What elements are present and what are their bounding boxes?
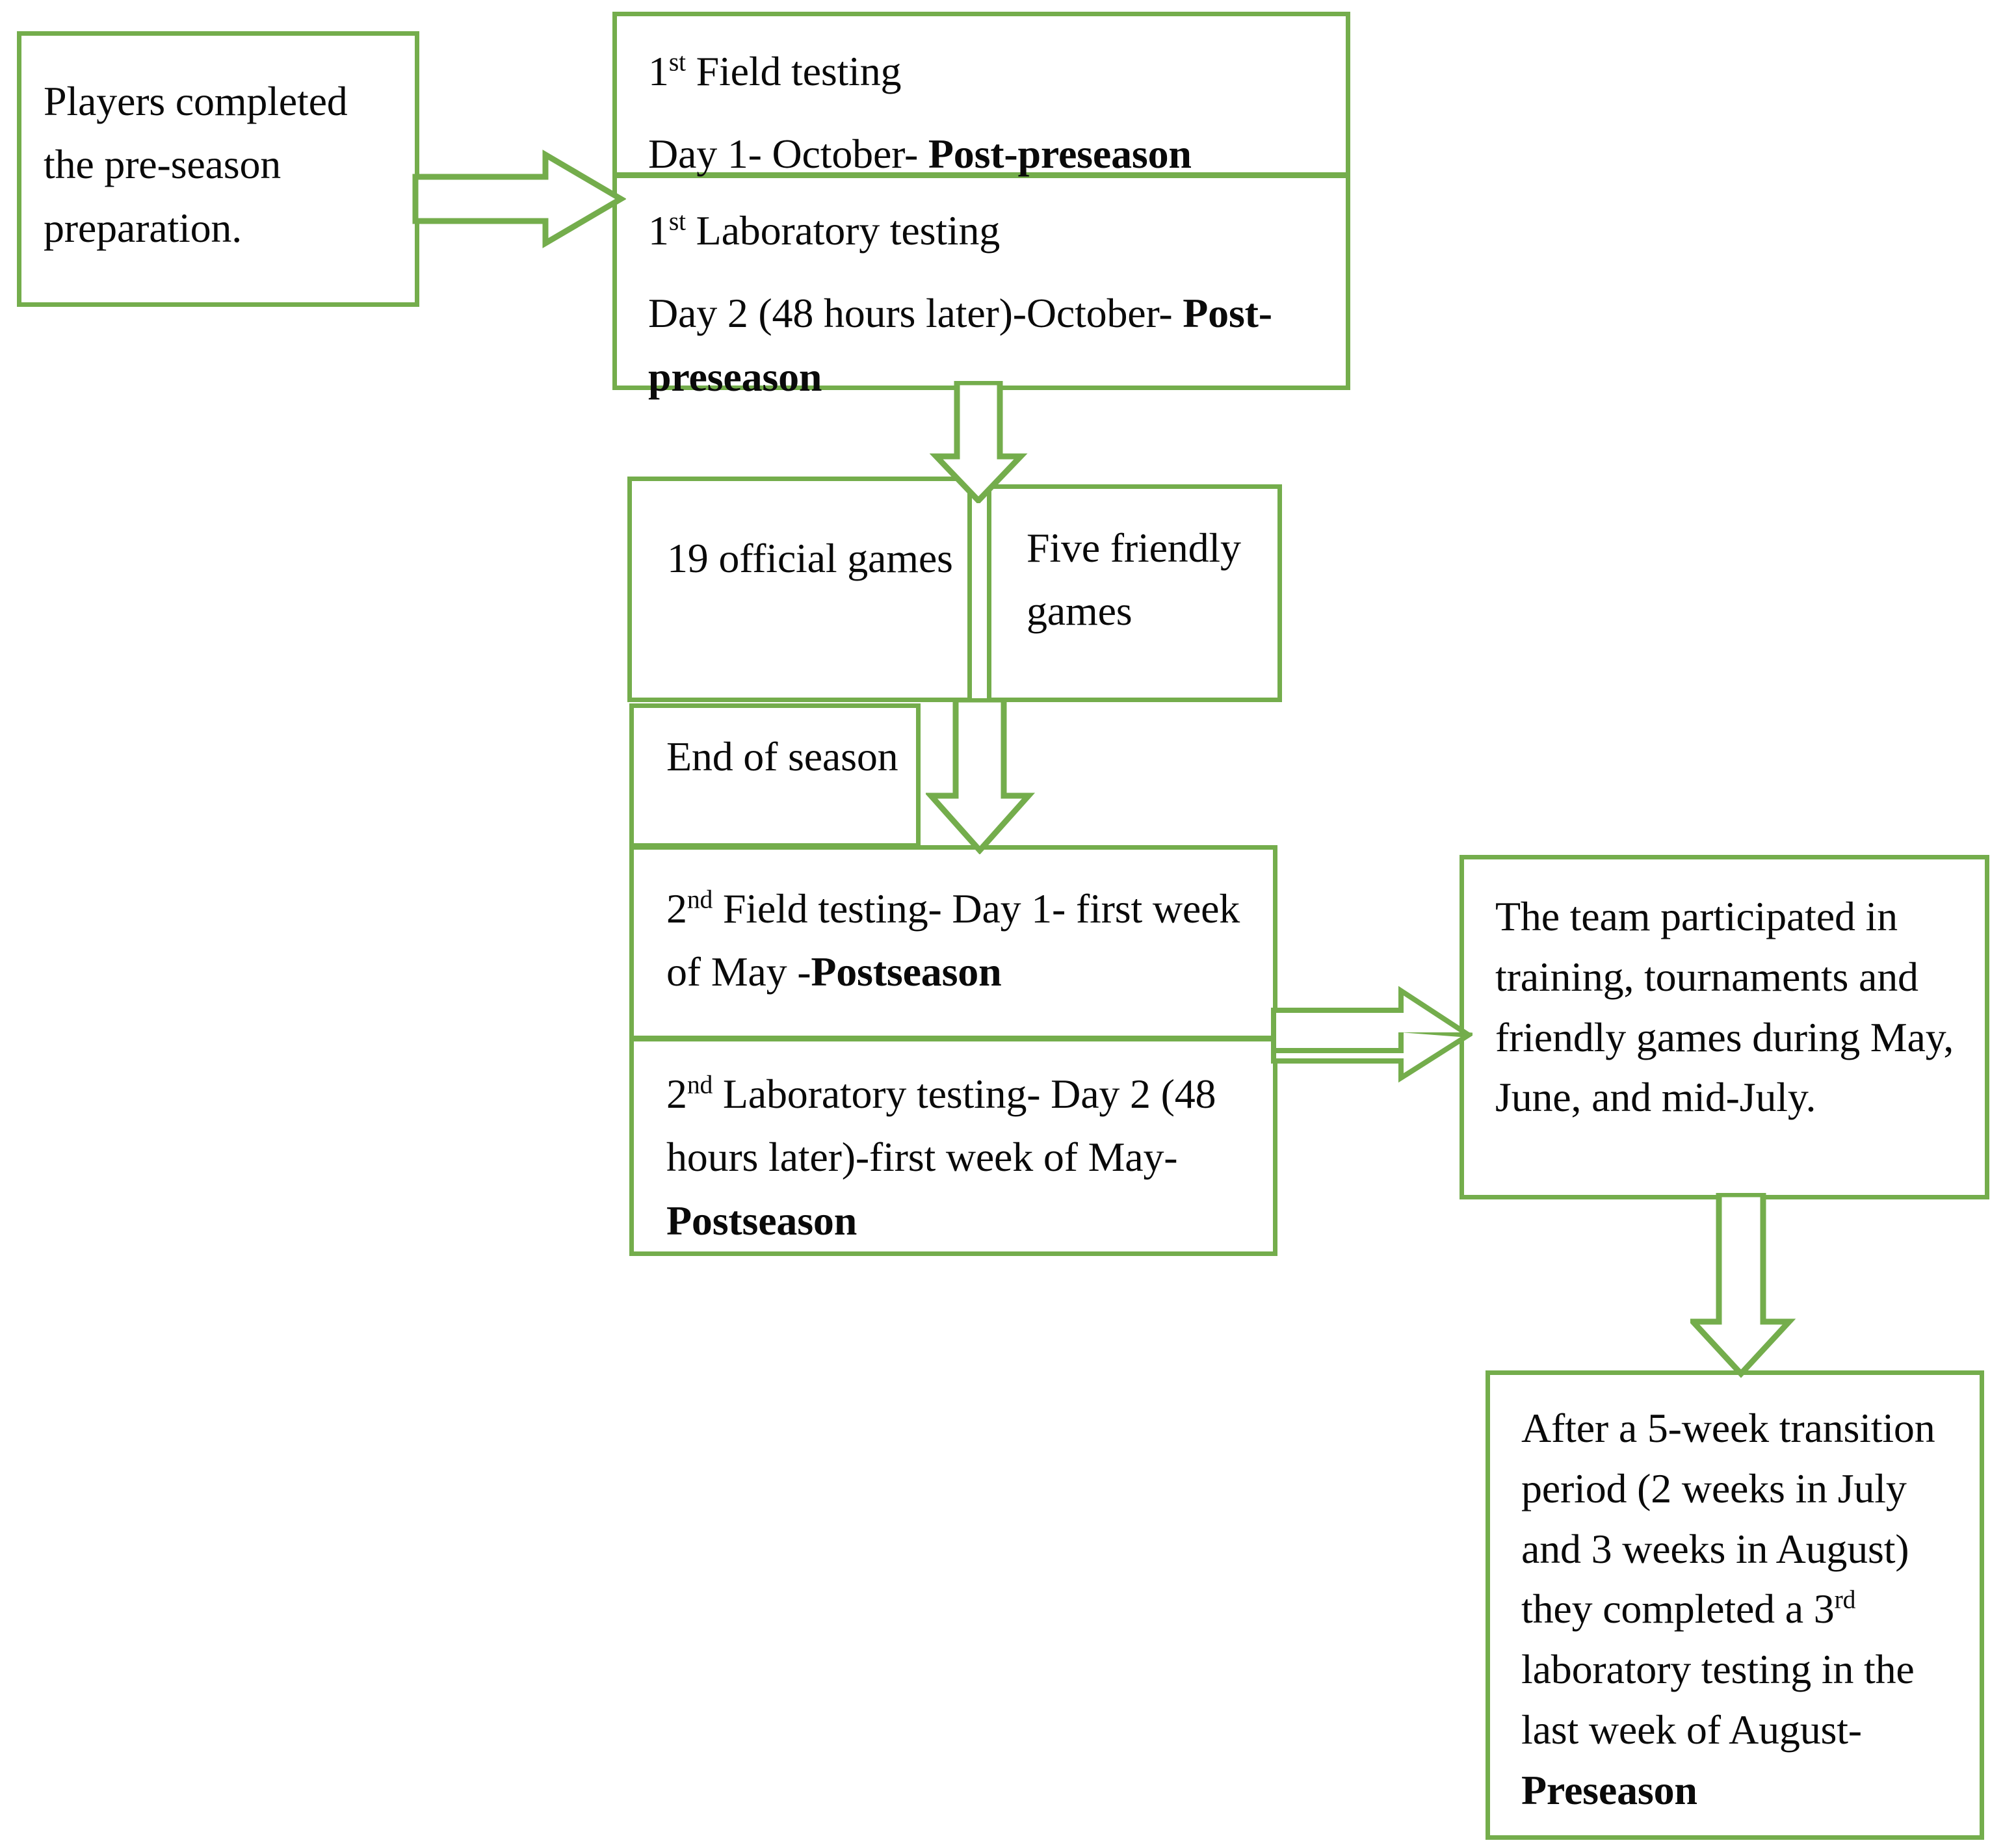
players-preparation-box: Players completed the pre-season prepara… (17, 31, 419, 307)
friendly-games-box: Five friendly games (987, 484, 1282, 702)
first-field-testing-title: 1st Field testing (648, 47, 902, 94)
arrow-lab1-to-games (930, 381, 1034, 503)
end-of-season-text: End of season (666, 733, 898, 779)
arrow-players-to-field1 (412, 148, 626, 252)
ordinal-superscript: rd (1834, 1586, 1856, 1615)
second-laboratory-testing-box: 2nd Laboratory testing- Day 2 (48 hours … (629, 1041, 1277, 1256)
official-games-box: 19 official games (627, 477, 972, 702)
ordinal-superscript: st (668, 47, 686, 77)
first-laboratory-testing-detail: Day 2 (48 hours later)-October- Post-pre… (648, 290, 1272, 400)
first-field-testing-detail: Day 1- October- Post-preseason (648, 131, 1192, 177)
second-laboratory-testing-text: 2nd Laboratory testing- Day 2 (48 hours … (666, 1070, 1216, 1244)
ordinal-superscript: st (668, 207, 686, 236)
end-of-season-box: End of season (629, 703, 921, 848)
team-participation-box: The team participated in training, tourn… (1460, 855, 1989, 1199)
arrow-lab2-to-team (1271, 1032, 1473, 1127)
team-participation-text: The team participated in training, tourn… (1495, 893, 1954, 1121)
official-games-text: 19 official games (667, 535, 953, 581)
players-preparation-text: Players completed the pre-season prepara… (44, 78, 348, 251)
ordinal-superscript: nd (687, 1070, 713, 1099)
arrow-games-to-field2 (926, 698, 1043, 854)
ordinal-superscript: nd (687, 885, 713, 914)
first-field-testing-box: 1st Field testing Day 1- October- Post-p… (612, 12, 1350, 178)
arrow-team-to-transition (1690, 1193, 1801, 1378)
first-laboratory-testing-box: 1st Laboratory testing Day 2 (48 hours l… (612, 178, 1350, 400)
second-field-testing-box: 2nd Field testing- Day 1- first week of … (629, 845, 1277, 1041)
transition-period-box: After a 5-week transition period (2 week… (1486, 1370, 1984, 1840)
second-field-testing-text: 2nd Field testing- Day 1- first week of … (666, 885, 1240, 995)
transition-period-text: After a 5-week transition period (2 week… (1521, 1405, 1935, 1813)
first-laboratory-testing-title: 1st Laboratory testing (648, 207, 1001, 254)
friendly-games-text: Five friendly games (1027, 525, 1241, 635)
